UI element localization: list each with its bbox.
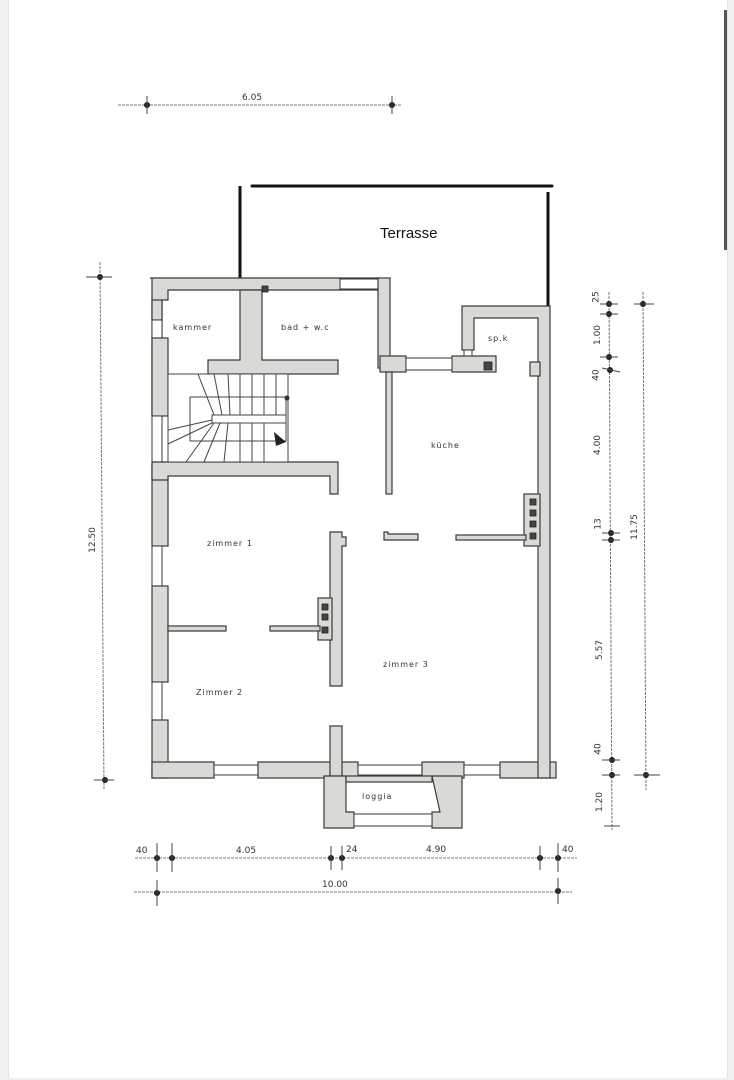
room-label-zimmer2: Zimmer 2 — [196, 688, 244, 697]
dim-bottom-490: 4.90 — [426, 845, 447, 855]
room-label-spk: sp.k — [488, 334, 509, 343]
dim-bottom-24: 24 — [346, 845, 358, 855]
dim-right-40b: 40 — [593, 743, 604, 755]
dim-right-120: 1.20 — [595, 791, 606, 813]
terrace-label: Terrasse — [380, 225, 438, 242]
dim-right-40: 40 — [591, 369, 602, 381]
exterior-walls — [150, 277, 557, 779]
room-label-zimmer1: zimmer 1 — [207, 539, 253, 548]
room-label-zimmer3: zimmer 3 — [383, 660, 429, 669]
stair-direction-arrow-icon — [274, 432, 286, 446]
interior-walls — [151, 285, 527, 777]
dimension-right — [600, 291, 660, 831]
room-label-bad: bad + w.c — [281, 323, 330, 332]
dim-bottom-405: 4.05 — [236, 846, 257, 856]
dim-right-13: 13 — [593, 518, 604, 530]
room-label-kueche: küche — [431, 441, 460, 450]
floor-plan-page — [8, 0, 728, 1078]
loggia-structure — [323, 775, 463, 829]
dim-left-total: 12.50 — [87, 527, 98, 553]
dim-bottom-40-left: 40 — [136, 846, 148, 856]
dim-top-terrace-width: 6.05 — [242, 93, 263, 103]
dimension-bottom — [134, 843, 577, 906]
room-label-loggia: loggia — [362, 792, 393, 801]
dim-right-400: 4.00 — [593, 434, 604, 456]
terrace-outline — [238, 184, 554, 312]
dim-bottom-total: 10.00 — [322, 880, 348, 890]
dim-bottom-40-right: 40 — [562, 845, 574, 855]
dim-right-557: 5.57 — [595, 639, 606, 661]
dim-right-100: 1.00 — [593, 324, 604, 346]
staircase — [167, 373, 290, 463]
dimension-top — [118, 96, 402, 114]
page-edge-shadow — [724, 10, 727, 250]
dimension-left — [86, 261, 114, 791]
dim-right-total: 11.75 — [629, 514, 640, 540]
dim-right-25: 25 — [591, 291, 602, 303]
room-label-kammer: kammer — [173, 323, 213, 332]
